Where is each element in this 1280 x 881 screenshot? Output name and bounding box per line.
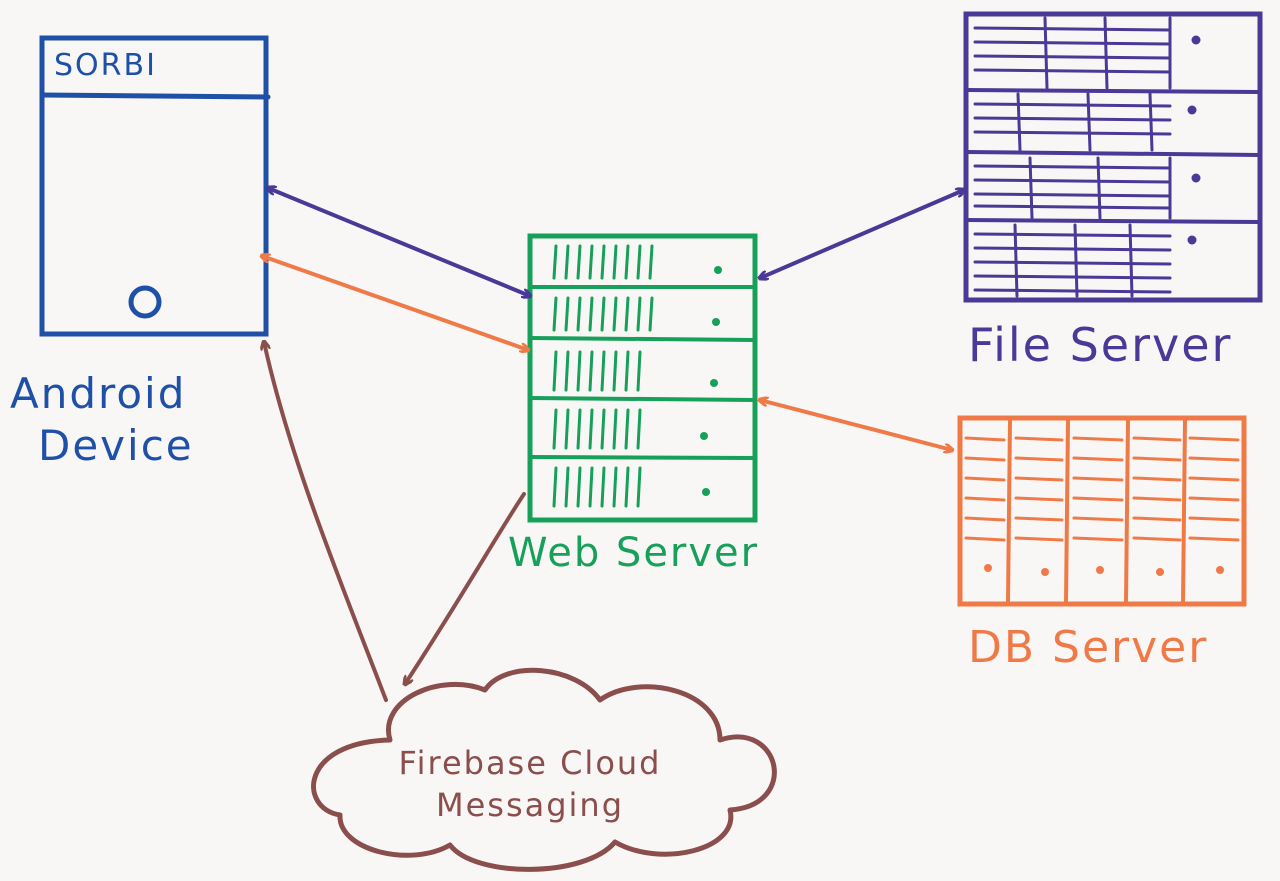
- connector-web-db: [760, 400, 952, 450]
- android-title-bar-divider: [39, 92, 271, 100]
- file-server-drive-lines: [973, 16, 1172, 298]
- connectors: [262, 188, 964, 702]
- connector-fcm-android: [264, 342, 388, 702]
- firebase-label-line2: Messaging: [435, 786, 625, 824]
- file-server-bay-dividers: [964, 88, 1262, 224]
- web-server-label: Web Server: [508, 530, 760, 576]
- db-server-drive-lines: [964, 436, 1240, 542]
- web-server-vent-lines: [552, 244, 654, 508]
- android-home-button: [128, 285, 162, 319]
- file-server-label: File Server: [968, 318, 1233, 372]
- web-server-status-leds: [700, 266, 722, 496]
- android-device-label-line1: Android: [10, 369, 187, 418]
- db-server-status-leds: [984, 564, 1224, 576]
- connector-web-fcm: [405, 492, 526, 684]
- file-server: [963, 11, 1263, 303]
- web-server-frame: [527, 233, 758, 523]
- file-server-status-leds: [1187, 35, 1201, 245]
- connector-web-file: [760, 190, 964, 278]
- web-server-unit-dividers: [528, 285, 757, 460]
- firebase-cloud-shape: [311, 667, 777, 872]
- db-server-frame: [957, 415, 1247, 607]
- android-device-label: Android Device: [10, 368, 194, 472]
- firebase-label-line1: Firebase Cloud: [398, 744, 662, 782]
- db-server-label: DB Server: [968, 622, 1209, 673]
- android-screen-title: SORBI: [54, 48, 157, 83]
- connector-android-web-purple: [268, 188, 530, 296]
- db-server-column-dividers: [1006, 418, 1187, 604]
- android-device-label-line2: Device: [38, 421, 194, 470]
- connector-android-web-orange: [262, 256, 528, 350]
- firebase-label: Firebase Cloud Messaging: [350, 742, 710, 826]
- web-server: [527, 233, 758, 523]
- db-server: [957, 415, 1247, 607]
